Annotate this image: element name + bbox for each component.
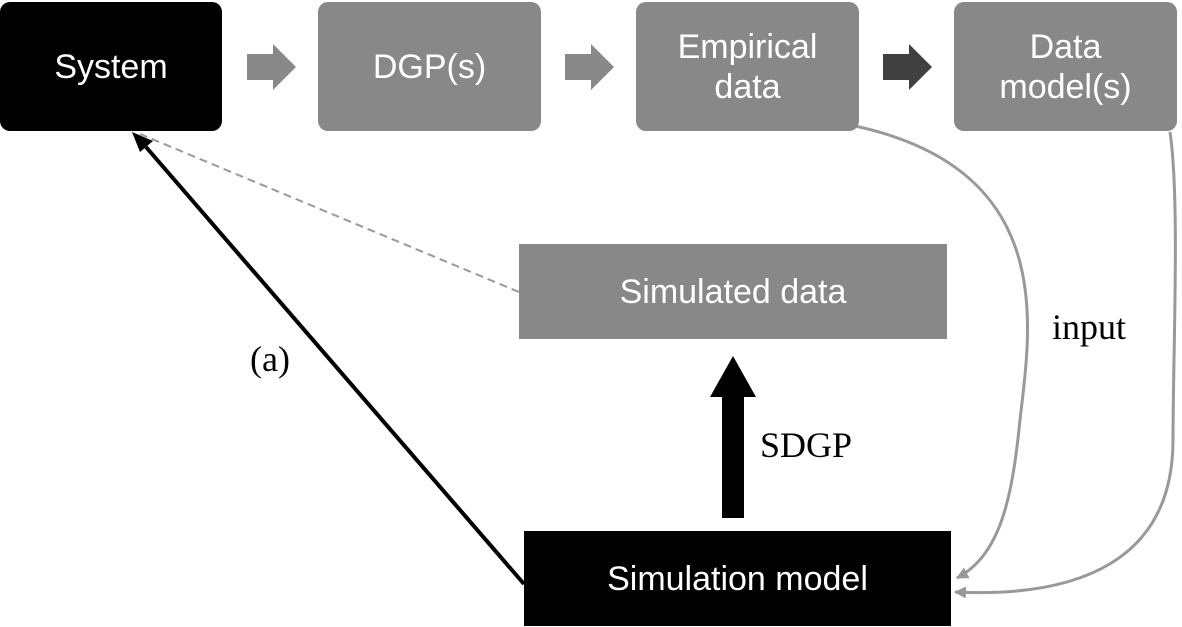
- sdgp-arrow-shaft: [722, 397, 744, 518]
- arrow-dgp-to-empirical: [565, 44, 614, 90]
- label-sdgp: SDGP: [760, 425, 853, 465]
- curve-empirical-to-simulation: [854, 124, 1029, 580]
- arrow-system-to-dgp: [247, 44, 296, 90]
- dgp-label: DGP(s): [372, 47, 487, 86]
- dgp-node: DGP(s): [318, 2, 541, 131]
- arrow-head-system: [132, 132, 153, 152]
- curve-datamodel-to-simulation: [954, 131, 1177, 599]
- label-input: input: [1052, 307, 1127, 347]
- dashed-link-simulated-to-system: [139, 133, 520, 293]
- sdgp-arrow-head: [710, 356, 756, 397]
- data-models-label: Data model(s): [999, 27, 1132, 106]
- empirical-data-label: Empirical data: [677, 27, 818, 106]
- arrow-empirical-to-datamodel: [883, 44, 932, 90]
- empirical-data-node: Empirical data: [636, 2, 859, 131]
- arrow-simulation-to-system: [144, 145, 526, 586]
- simulated-data-node: Simulated data: [519, 244, 947, 339]
- label-a: (a): [250, 339, 290, 379]
- data-models-node: Data model(s): [954, 2, 1177, 131]
- simulated-data-label: Simulated data: [619, 272, 847, 311]
- system-label: System: [54, 47, 168, 86]
- simulation-model-node: Simulation model: [524, 531, 951, 626]
- system-node: System: [0, 2, 222, 131]
- simulation-model-label: Simulation model: [607, 559, 868, 598]
